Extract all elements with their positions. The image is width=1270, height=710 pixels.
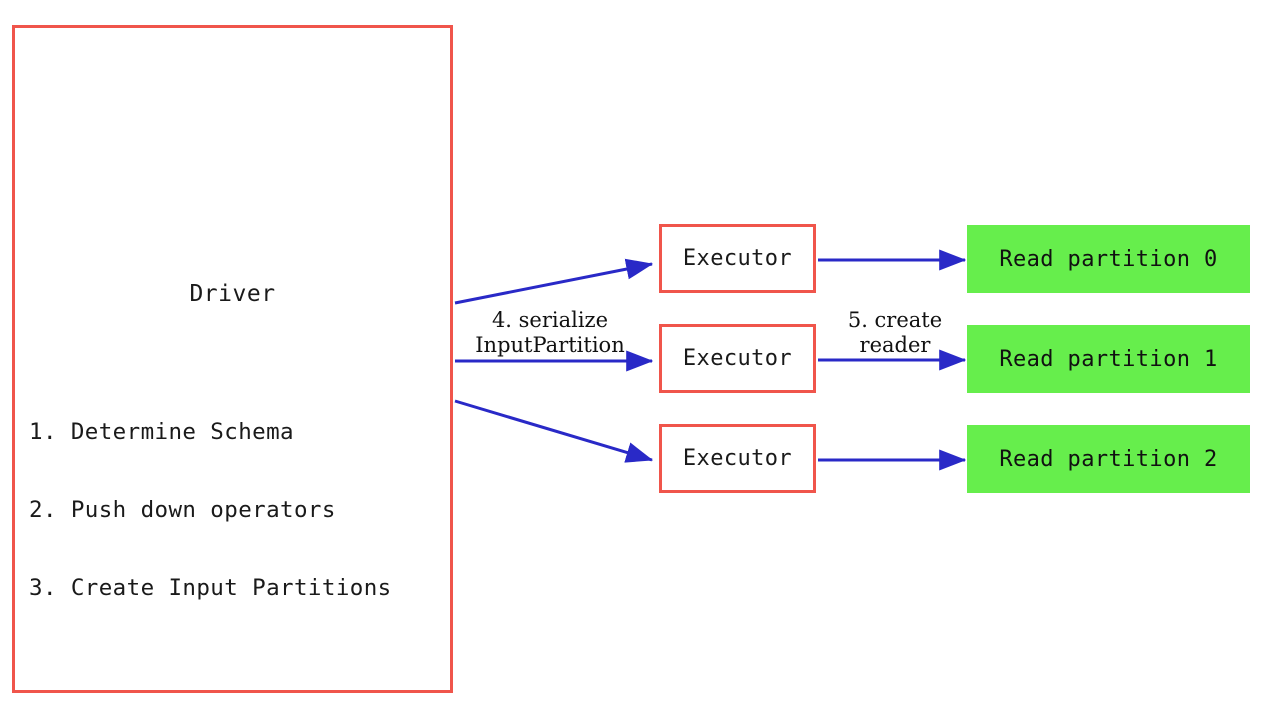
edge-label-create-reader-line-2: reader <box>859 333 931 357</box>
executor-label-0: Executor <box>682 246 793 271</box>
edge-label-serialize-line-1: 4. serialize <box>491 308 609 332</box>
edge-label-create-reader: 5. create reader <box>830 308 960 358</box>
edge-label-create-reader-line-1: 5. create <box>847 308 943 332</box>
driver-title: Driver <box>189 281 276 307</box>
driver-steps-list: 1. Determine Schema 2. Push down operato… <box>29 367 392 653</box>
executor-label-1: Executor <box>682 346 793 371</box>
driver-step-2: 2. Push down operators <box>29 497 336 523</box>
executor-label-2: Executor <box>682 446 793 471</box>
executor-box-1: Executor <box>659 324 816 393</box>
edge-label-serialize-line-2: InputPartition <box>475 333 625 357</box>
read-partition-label-2: Read partition 2 <box>999 446 1218 472</box>
read-partition-label-0: Read partition 0 <box>999 246 1218 272</box>
edge-label-serialize: 4. serialize InputPartition <box>460 308 640 358</box>
read-partition-box-1: Read partition 1 <box>967 325 1250 393</box>
driver-box: Driver 1. Determine Schema 2. Push down … <box>12 25 453 693</box>
read-partition-box-0: Read partition 0 <box>967 225 1250 293</box>
read-partition-box-2: Read partition 2 <box>967 425 1250 493</box>
executor-box-0: Executor <box>659 224 816 293</box>
driver-step-1: 1. Determine Schema <box>29 419 294 445</box>
driver-step-3: 3. Create Input Partitions <box>29 575 392 601</box>
read-partition-label-1: Read partition 1 <box>999 346 1218 372</box>
arrow-driver-to-executor-2 <box>454 399 654 463</box>
arrow-driver-to-executor-0 <box>454 258 654 305</box>
executor-box-2: Executor <box>659 424 816 493</box>
